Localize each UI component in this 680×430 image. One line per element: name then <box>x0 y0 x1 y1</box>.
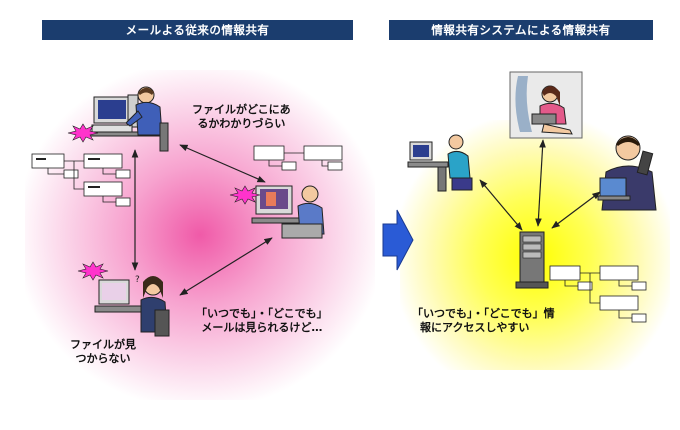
office-worker-top <box>87 86 169 152</box>
burst-icon-top <box>67 123 99 143</box>
burst-icon-right <box>229 185 261 205</box>
arrow-user-top-to-server <box>535 139 546 227</box>
mobile-user-top <box>509 71 583 139</box>
mobile-user-right <box>597 135 657 211</box>
text-line: るかわかりづらい <box>197 117 286 130</box>
text-line: 「いつでも」・「どこでも」 <box>196 307 328 320</box>
text-file-hard-to-find: ファイルがどこにあ るかわかりづらい <box>192 103 291 131</box>
server-icon <box>515 231 549 289</box>
file-tree-left <box>31 153 131 207</box>
text-line: 「いつでも」・「どこでも」情 <box>412 307 555 320</box>
text-line: つからない <box>75 352 131 365</box>
text-easy-access: 「いつでも」・「どこでも」情 報にアクセスしやすい <box>412 307 555 335</box>
svg-text:?: ? <box>135 275 140 285</box>
office-worker-right <box>251 185 325 239</box>
text-file-not-found: ファイルが見 つからない <box>70 338 136 366</box>
desk-user-left <box>407 134 473 192</box>
text-mail-anytime: 「いつでも」・「どこでも」 メールは見られるけど… <box>196 307 328 335</box>
arrow-user-right-to-server <box>551 191 601 229</box>
file-tree-right <box>253 145 343 171</box>
arrow-pc-bottom-to-pc-right <box>179 237 273 296</box>
office-worker-bottom: ? <box>94 275 170 337</box>
text-line: ファイルが見 <box>70 338 136 351</box>
right-panel-header: 情報共有システムによる情報共有 <box>389 20 653 40</box>
burst-icon-bottom <box>77 261 109 281</box>
text-line: ファイルがどこにあ <box>192 103 291 116</box>
left-panel-header: メールよる従来の情報共有 <box>42 20 353 40</box>
arrow-pc-top-to-pc-right <box>179 144 266 183</box>
arrow-user-left-to-server <box>479 179 523 231</box>
file-tree-server <box>549 265 647 323</box>
text-line: 報にアクセスしやすい <box>420 321 530 334</box>
right-arrow-icon <box>382 209 414 271</box>
text-line: メールは見られるけど… <box>201 321 323 334</box>
